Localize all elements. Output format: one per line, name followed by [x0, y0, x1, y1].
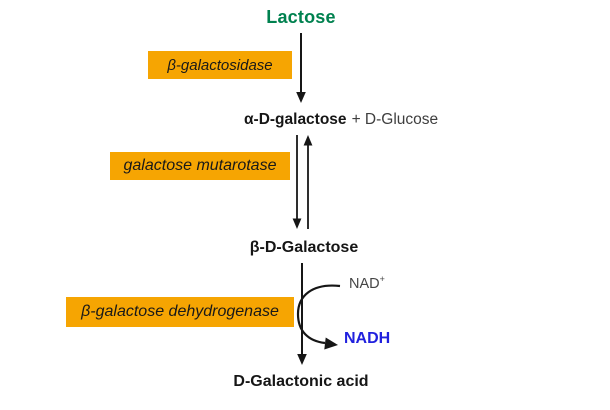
node-beta-galactose: β-D-Galactose [249, 239, 359, 256]
substrate-lactose: Lactose [266, 7, 336, 27]
nadh-label: NADH [344, 330, 391, 347]
enzyme-label-galactose-mutarotase: galactose mutarotase [110, 152, 290, 180]
enzyme-label-beta-galactosidase: β-galactosidase [148, 51, 292, 79]
equilibrium-arrows [292, 135, 313, 229]
arrow-lactose-to-alpha-galactose [296, 33, 306, 103]
nad-superscript: + [379, 274, 385, 285]
enzyme-label-beta-galactose-dehydrogenase: β-galactose dehydrogenase [66, 297, 294, 327]
arrow-beta-galactose-to-product [297, 263, 307, 365]
nad-plus-label: NAD+ [349, 274, 385, 292]
node-d-galactonic-acid: D-Galactonic acid [233, 373, 369, 390]
glucose-byproduct-text: + D-Glucose [351, 111, 439, 128]
nad-base-text: NAD [349, 276, 380, 292]
node-alpha-galactose-line: α-D-galactose+ D-Glucose [244, 111, 438, 129]
alpha-galactose-text: α-D-galactose [244, 111, 347, 128]
cofactor-curved-arrow [296, 284, 341, 350]
